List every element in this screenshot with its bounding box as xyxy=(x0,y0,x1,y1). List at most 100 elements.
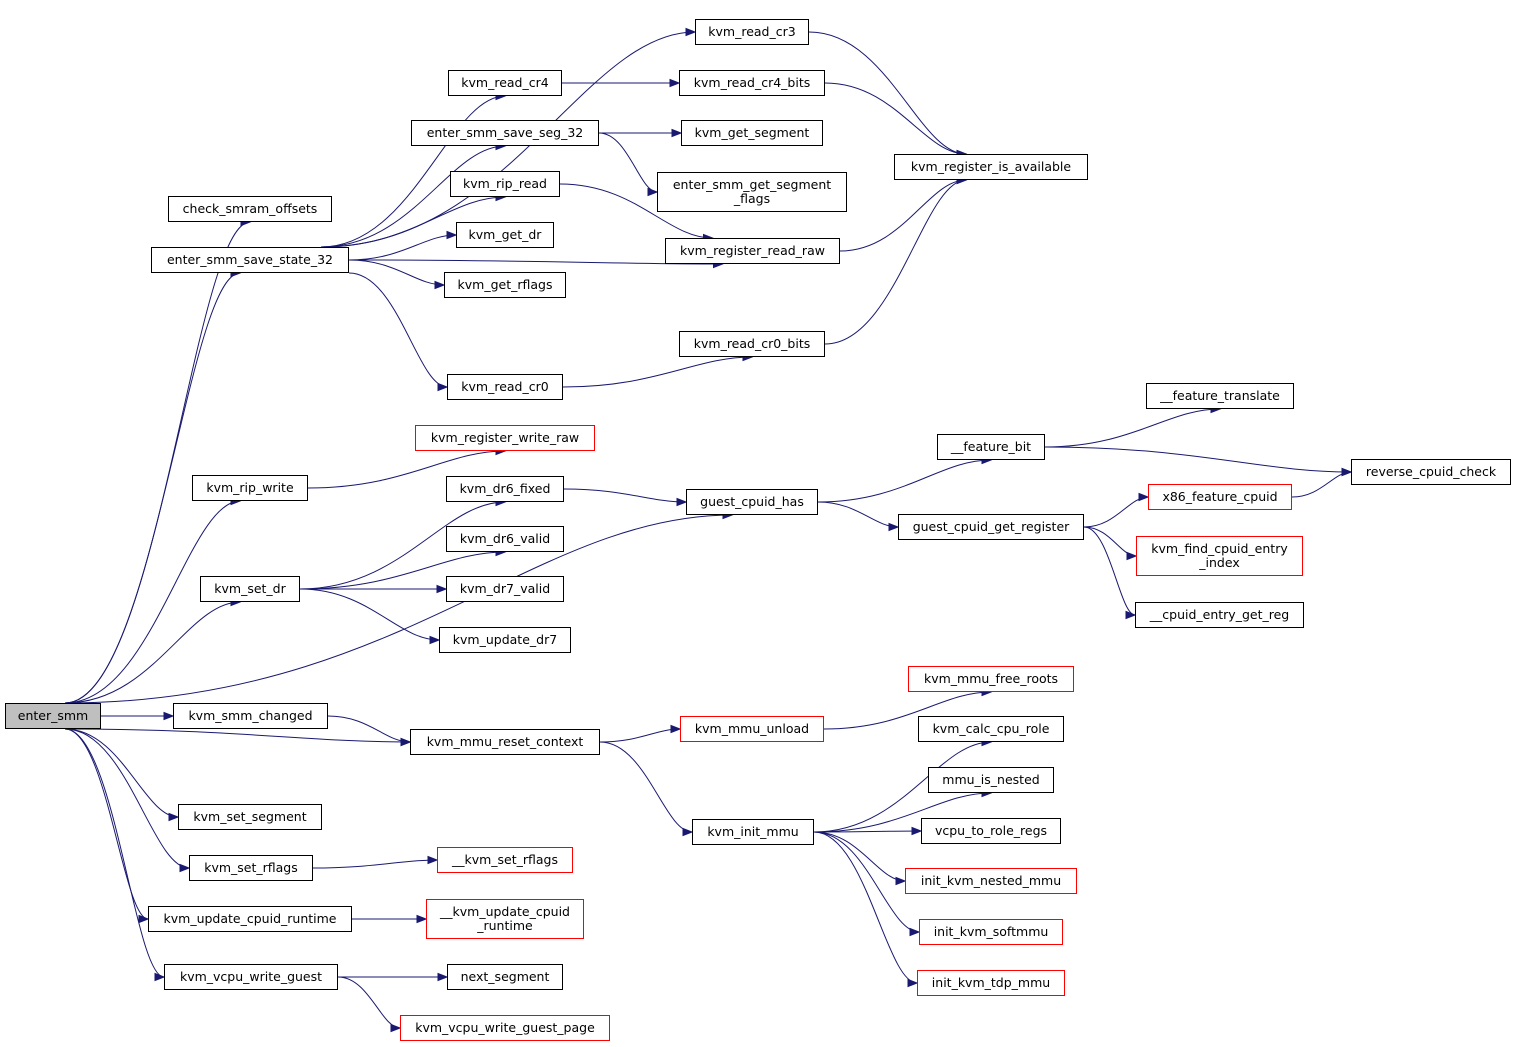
node-kvm-update-dr7[interactable]: kvm_update_dr7 xyxy=(439,627,571,653)
edge-enter-smm-to-kvm-rip-write xyxy=(64,500,241,704)
node-kvm-mmu-unload[interactable]: kvm_mmu_unload xyxy=(680,716,824,742)
edge-kvm-rip-read-to-kvm-register-read-raw xyxy=(559,183,713,239)
node-enter-smm[interactable]: enter_smm xyxy=(5,703,101,729)
node-kvm-find-cpuid-entry-index[interactable]: kvm_find_cpuid_entry _index xyxy=(1136,536,1303,576)
node-check-smram-offsets[interactable]: check_smram_offsets xyxy=(168,196,332,222)
arrowhead-kvm-vcpu-write-guest-page xyxy=(390,1023,402,1033)
node-kvm-rip-write[interactable]: kvm_rip_write xyxy=(192,475,308,501)
node-kvm-init-mmu[interactable]: kvm_init_mmu xyxy=(692,819,814,845)
node-kvm-dr7-valid[interactable]: kvm_dr7_valid xyxy=(446,576,564,602)
node-kvm-calc-cpu-role[interactable]: kvm_calc_cpu_role xyxy=(918,716,1064,742)
node-enter-smm-save-seg-32[interactable]: enter_smm_save_seg_32 xyxy=(411,120,599,146)
edge-kvm-init-mmu-to-mmu-is-nested xyxy=(813,792,992,833)
edge-guest-cpuid-get-register-to-cpuid-entry-get-reg xyxy=(1083,526,1136,616)
node-kvm-register-write-raw[interactable]: kvm_register_write_raw xyxy=(415,425,595,451)
edge-kvm-read-cr4-bits-to-kvm-register-is-available xyxy=(824,82,967,155)
arrowhead-kvm-get-segment xyxy=(671,128,683,138)
arrowhead-cpuid-entry-get-reg xyxy=(1125,610,1137,620)
edge-kvm-init-mmu-to-init-kvm-softmmu xyxy=(813,831,920,933)
arrowhead-kvm-vcpu-write-guest xyxy=(154,972,166,982)
node-init-kvm-nested-mmu[interactable]: init_kvm_nested_mmu xyxy=(905,868,1077,894)
edge-kvm-read-cr0-bits-to-kvm-register-is-available xyxy=(824,179,967,345)
node-kvm-vcpu-write-guest[interactable]: kvm_vcpu_write_guest xyxy=(164,964,338,990)
edge-kvm-vcpu-write-guest-to-kvm-vcpu-write-guest-page xyxy=(337,976,401,1029)
edge-guest-cpuid-get-register-to-x86-feature-cpuid xyxy=(1083,496,1149,528)
arrowhead-enter-smm-get-segment-flags xyxy=(647,187,659,197)
edge-enter-smm-to-kvm-set-rflags xyxy=(64,728,190,869)
edge-enter-smm-save-seg-32-to-enter-smm-get-segment-flags xyxy=(598,132,658,193)
node-kvm-set-rflags[interactable]: kvm_set_rflags xyxy=(189,855,313,881)
arrowhead-x86-feature-cpuid xyxy=(1138,492,1150,502)
node-kvm-rip-read[interactable]: kvm_rip_read xyxy=(450,171,560,197)
node-enter-smm-get-segment-flags[interactable]: enter_smm_get_segment _flags xyxy=(657,172,847,212)
node-next-segment[interactable]: next_segment xyxy=(447,964,563,990)
edge-kvm-mmu-reset-context-to-kvm-init-mmu xyxy=(599,741,693,833)
node-kvm-mmu-reset-context[interactable]: kvm_mmu_reset_context xyxy=(410,729,600,755)
node-init-kvm-tdp-mmu[interactable]: init_kvm_tdp_mmu xyxy=(917,970,1065,996)
node-kvm-read-cr0[interactable]: kvm_read_cr0 xyxy=(447,374,563,400)
node-kvm-dr6-fixed[interactable]: kvm_dr6_fixed xyxy=(446,476,564,502)
node-enter-smm-save-state-32[interactable]: enter_smm_save_state_32 xyxy=(151,247,349,273)
edge-kvm-set-dr-to-kvm-update-dr7 xyxy=(299,588,440,641)
node-kvm-get-rflags[interactable]: kvm_get_rflags xyxy=(444,272,566,298)
node-x86-feature-cpuid[interactable]: x86_feature_cpuid xyxy=(1148,484,1292,510)
edge-feature-bit-to-reverse-cpuid-check xyxy=(1044,446,1352,473)
node-init-kvm-softmmu[interactable]: init_kvm_softmmu xyxy=(919,919,1063,945)
node-kvm-read-cr3[interactable]: kvm_read_cr3 xyxy=(695,19,809,45)
node-feature-translate[interactable]: __feature_translate xyxy=(1146,383,1294,409)
arrowhead-vcpu-to-role-regs xyxy=(911,826,923,836)
node-kvm-read-cr4[interactable]: kvm_read_cr4 xyxy=(448,70,562,96)
node-kvm-read-cr0-bits[interactable]: kvm_read_cr0_bits xyxy=(679,331,825,357)
edge-kvm-init-mmu-to-vcpu-to-role-regs xyxy=(813,830,922,833)
edge-kvm-rip-write-to-kvm-register-write-raw xyxy=(307,450,506,489)
node-kvm-register-is-available[interactable]: kvm_register_is_available xyxy=(894,154,1088,180)
arrowhead-init-kvm-nested-mmu xyxy=(895,876,907,886)
node-kvm-set-dr[interactable]: kvm_set_dr xyxy=(200,576,300,602)
node-vcpu-to-role-regs[interactable]: vcpu_to_role_regs xyxy=(921,818,1061,844)
arrowhead-kvm-set-rflags-x xyxy=(427,855,439,865)
node-kvm-dr6-valid[interactable]: kvm_dr6_valid xyxy=(446,526,564,552)
edge-guest-cpuid-has-to-guest-cpuid-get-register xyxy=(817,501,899,528)
node-kvm-update-cpuid-runtime[interactable]: kvm_update_cpuid_runtime xyxy=(148,906,352,932)
arrowhead-kvm-get-rflags xyxy=(434,280,446,290)
node-guest-cpuid-get-register[interactable]: guest_cpuid_get_register xyxy=(898,514,1084,540)
edge-kvm-init-mmu-to-init-kvm-nested-mmu xyxy=(813,831,906,882)
arrowhead-kvm-read-cr3 xyxy=(685,27,697,37)
arrowhead-kvm-smm-changed xyxy=(163,711,175,721)
arrowhead-kvm-find-cpuid-entry-index xyxy=(1126,551,1138,561)
node-reverse-cpuid-check[interactable]: reverse_cpuid_check xyxy=(1351,459,1511,485)
arrowhead-guest-cpuid-get-register xyxy=(888,522,900,532)
node-cpuid-entry-get-reg[interactable]: __cpuid_entry_get_reg xyxy=(1135,602,1304,628)
arrowhead-kvm-dr7-valid xyxy=(436,584,448,594)
edge-enter-smm-to-kvm-set-dr xyxy=(64,601,241,704)
node-kvm-set-segment[interactable]: kvm_set_segment xyxy=(178,804,322,830)
node-kvm-register-read-raw[interactable]: kvm_register_read_raw xyxy=(665,238,840,264)
edge-enter-smm-save-state-32-to-kvm-get-rflags xyxy=(348,259,445,286)
arrowhead-kvm-init-mmu xyxy=(682,827,694,837)
arrowhead-kvm-read-cr4-bits xyxy=(669,78,681,88)
node-kvm-smm-changed[interactable]: kvm_smm_changed xyxy=(173,703,328,729)
edge-kvm-smm-changed-to-kvm-mmu-reset-context xyxy=(327,715,411,743)
arrowhead-kvm-set-rflags xyxy=(179,863,191,873)
node-kvm-get-segment[interactable]: kvm_get_segment xyxy=(681,120,823,146)
edge-guest-cpuid-has-to-feature-bit xyxy=(817,459,992,503)
node-kvm-update-cpuid-runtime-internal[interactable]: __kvm_update_cpuid _runtime xyxy=(426,899,584,939)
node-feature-bit[interactable]: __feature_bit xyxy=(937,434,1045,460)
node-kvm-vcpu-write-guest-page[interactable]: kvm_vcpu_write_guest_page xyxy=(400,1015,610,1041)
node-kvm-set-rflags-internal[interactable]: __kvm_set_rflags xyxy=(437,847,573,873)
arrowhead-kvm-read-cr0 xyxy=(437,382,449,392)
arrowhead-reverse-cpuid-check xyxy=(1341,467,1353,477)
arrowhead-kvm-get-dr xyxy=(446,230,458,240)
edge-kvm-register-read-raw-to-kvm-register-is-available xyxy=(839,179,967,252)
node-guest-cpuid-has[interactable]: guest_cpuid_has xyxy=(686,489,818,515)
node-kvm-get-dr[interactable]: kvm_get_dr xyxy=(456,222,554,248)
node-kvm-read-cr4-bits[interactable]: kvm_read_cr4_bits xyxy=(679,70,825,96)
edge-kvm-init-mmu-to-kvm-calc-cpu-role xyxy=(813,741,992,833)
node-mmu-is-nested[interactable]: mmu_is_nested xyxy=(928,767,1054,793)
edge-enter-smm-to-kvm-set-segment xyxy=(64,728,179,818)
edge-kvm-set-rflags-to-kvm-set-rflags-x xyxy=(312,859,438,869)
edge-feature-bit-to-feature-translate xyxy=(1044,408,1221,448)
node-kvm-mmu-free-roots[interactable]: kvm_mmu_free_roots xyxy=(908,666,1074,692)
edge-guest-cpuid-get-register-to-kvm-find-cpuid-entry-index xyxy=(1083,526,1137,557)
